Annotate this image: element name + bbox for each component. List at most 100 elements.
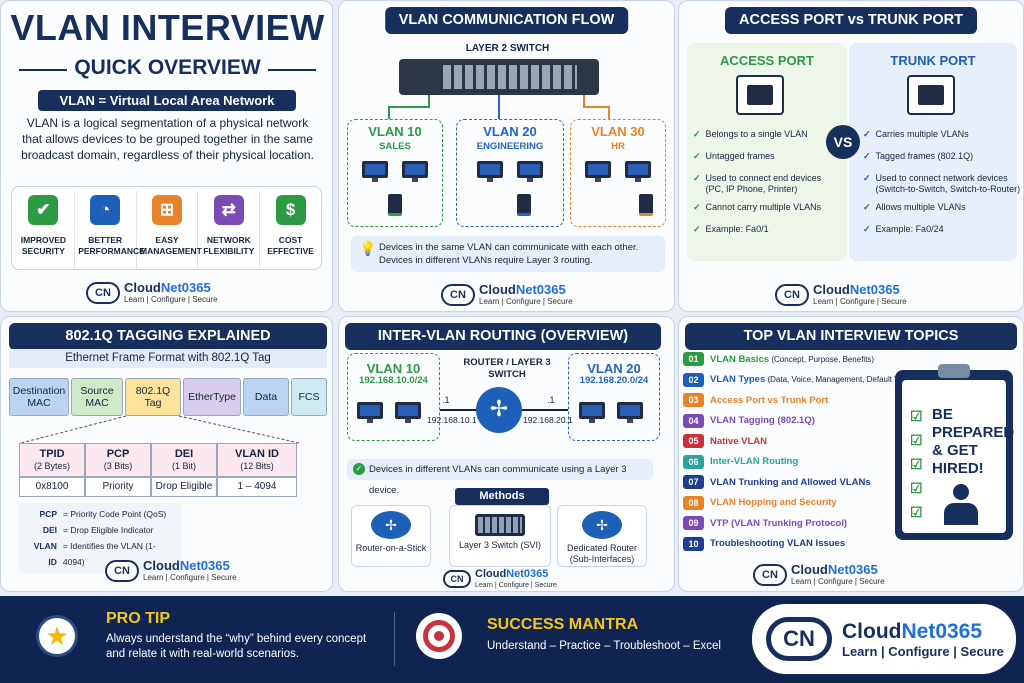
- method-card: Layer 3 Switch (SVI): [449, 505, 551, 567]
- tag-field-header: DEI(1 Bit): [151, 443, 217, 477]
- tag-field-value: Drop Eligible: [151, 477, 217, 497]
- benefit-label: BETTER PERFORMANCE: [78, 235, 145, 256]
- access-port-item-text: Untagged frames: [705, 151, 775, 161]
- access-port-title: ACCESS PORT: [720, 53, 814, 68]
- frame-field: 802.1Q Tag: [125, 378, 181, 416]
- access-port-list: ✓Belongs to a single VLAN✓Untagged frame…: [693, 129, 833, 246]
- topic-subtitle: (Concept, Purpose, Benefits): [769, 354, 875, 364]
- trunk-port-item: ✓Tagged frames (802.1Q): [863, 151, 1023, 162]
- footer-brand-card: CN CloudNet0365 Learn | Configure | Secu…: [752, 604, 1016, 674]
- legend-key: VLAN ID: [33, 541, 57, 567]
- benefit-label: COST EFFECTIVE: [267, 235, 314, 256]
- legend-row: DEI= Drop Eligible Indicator: [23, 522, 177, 538]
- check-icon: ✓: [693, 129, 701, 139]
- tag-field-name: PCP: [106, 448, 130, 460]
- trunk-port-item-text: Example: Fa0/24: [875, 224, 944, 234]
- topic-title: VTP (VLAN Trunking Protocol): [710, 517, 848, 529]
- tag-field-value: 0x8100: [19, 477, 85, 497]
- check-icon: ✓: [693, 202, 701, 212]
- brand-configure: Configure: [888, 643, 950, 659]
- check-icon: ✓: [863, 173, 871, 183]
- cn-badge: CN: [441, 284, 475, 306]
- lightbulb-icon: 💡: [359, 240, 377, 256]
- topic-title: VLAN Basics: [710, 353, 770, 365]
- pc-pair: [362, 161, 428, 183]
- money-bag-icon: $: [275, 195, 306, 225]
- vlan20-group: [568, 353, 660, 441]
- link-left: [440, 409, 476, 411]
- vlan10-pcs: [357, 402, 421, 424]
- vlan-group: [456, 119, 564, 227]
- cn-badge: CN: [443, 570, 471, 588]
- flow-links: [388, 95, 610, 119]
- pc-icon: [625, 161, 651, 183]
- trunk-port-item-text: Used to connect network devices (Switch-…: [875, 173, 1021, 194]
- vlan20-subnet: 192.168.20.0/24: [579, 375, 649, 386]
- brand-name-b: Net0365: [901, 619, 983, 643]
- pc-icon: [585, 161, 611, 183]
- pc-icon: [395, 402, 421, 424]
- check-circle-icon: ✓: [353, 463, 365, 475]
- ports-panel: ACCESS PORT vs TRUNK PORT ACCESS PORT TR…: [678, 0, 1024, 312]
- topic-number: 01: [683, 352, 704, 366]
- brand-name-a: Cloud: [791, 562, 828, 577]
- topic-number: 09: [683, 516, 704, 530]
- topic-title: Native VLAN: [710, 435, 768, 447]
- pro-tip-title: PRO TIP: [106, 610, 171, 627]
- access-port-item-text: Example: Fa0/1: [705, 224, 769, 234]
- tag-field-header: PCP(3 Bits): [85, 443, 151, 477]
- clipboard-icon: ☑☑☑☑☑ BE PREPARED & GET HIRED!: [895, 364, 1014, 540]
- brand-name-a: Cloud: [143, 558, 180, 573]
- pc-pair: [477, 161, 543, 183]
- method-card: ✢Router-on-a-Stick: [351, 505, 431, 567]
- flow-note-line1: Devices in the same VLAN can communicate…: [379, 242, 639, 253]
- brand-name-b: Net0365: [827, 562, 878, 577]
- star-icon: ★: [36, 615, 78, 657]
- brand-name-b: Net0365: [849, 282, 900, 297]
- topic-number: 05: [683, 434, 704, 448]
- vlan10-group: [347, 353, 440, 441]
- overview-title: VLAN INTERVIEW: [10, 7, 325, 48]
- topic-number: 08: [683, 495, 704, 510]
- topic-item: 09 VTP (VLAN Trunking Protocol): [683, 516, 847, 530]
- topic-title: VLAN Types: [710, 374, 766, 385]
- pc-icon: [362, 161, 388, 183]
- topic-number: 07: [683, 475, 704, 489]
- server-icon: [517, 194, 531, 216]
- layer2-switch-icon: [399, 59, 599, 95]
- access-port-item-text: Cannot carry multiple VLANs: [705, 202, 822, 212]
- tag-field-size: (3 Bits): [103, 461, 133, 471]
- trunk-port-item: ✓ Used to connect network devices (Switch…: [863, 173, 1023, 195]
- topic-title: VLAN Hopping and Security: [710, 497, 837, 508]
- topic-title: Troubleshooting VLAN Issues: [710, 538, 846, 549]
- brand-name-a: Cloud: [475, 568, 507, 580]
- person-icon: [944, 484, 978, 528]
- brand-secure: Secure: [960, 643, 1004, 659]
- brand-name-b: Net0365: [506, 568, 549, 580]
- tag-expand-lines: [20, 415, 300, 444]
- speedometer-icon: ◔: [90, 195, 121, 225]
- topic-title: Access Port vs Trunk Port: [710, 394, 829, 406]
- brand-tagline: Learn | Configure | Secure: [124, 295, 218, 304]
- frame-field: Source MAC: [71, 378, 123, 416]
- trunk-port-item: ✓Carries multiple VLANs: [863, 129, 1023, 140]
- trunk-port-item-text: Allows multiple VLANs: [875, 202, 966, 212]
- routing-note: ✓ Devices in different VLANs can communi…: [347, 459, 653, 496]
- tag-field-value: Priority: [85, 477, 151, 497]
- subtitle-rule-left: [19, 69, 67, 71]
- router-icon: ✢: [476, 387, 522, 433]
- access-port-item: ✓Example: Fa0/1: [693, 224, 833, 235]
- vlan-group: [570, 119, 666, 227]
- frame-format-subtitle: Ethernet Frame Format with 802.1Q Tag: [9, 349, 327, 368]
- check-icon: ✓: [863, 129, 871, 139]
- check-icon: ✓: [863, 151, 871, 161]
- access-port-item: ✓Used to connect end devices (PC, IP Pho…: [693, 173, 833, 195]
